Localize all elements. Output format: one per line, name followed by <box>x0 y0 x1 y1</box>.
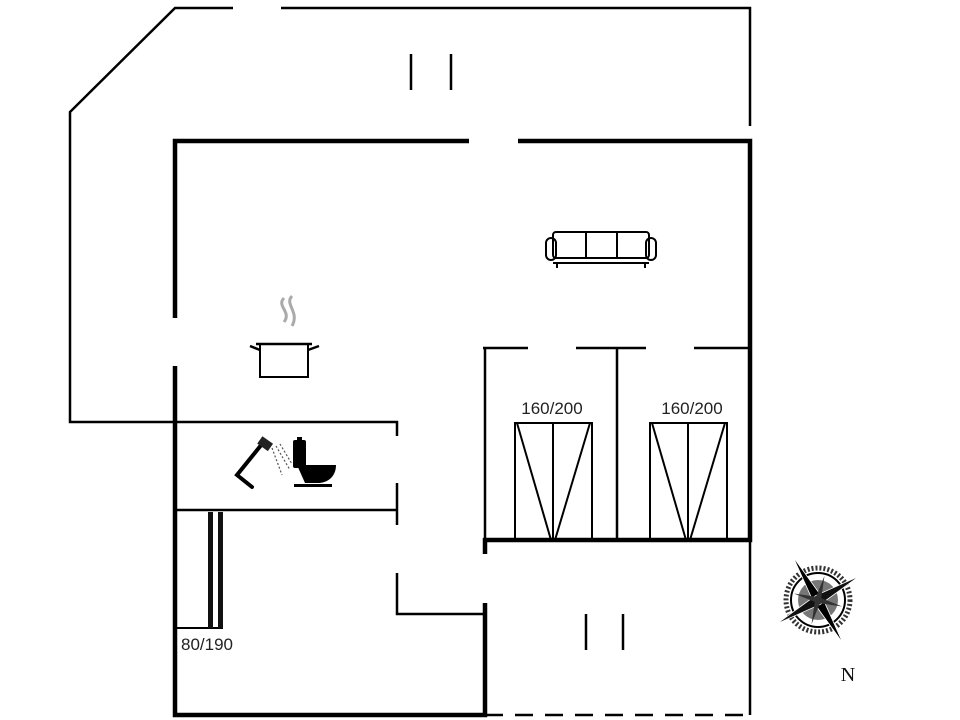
double-bed-2 <box>649 422 728 541</box>
terrace-outline <box>68 6 752 424</box>
bed-size-label-3: 80/190 <box>181 635 233 654</box>
bed-size-label-1: 160/200 <box>521 399 582 418</box>
interior-walls <box>175 346 752 717</box>
exterior-walls <box>172 138 753 718</box>
shower-icon <box>234 436 293 489</box>
toilet-icon <box>293 437 336 487</box>
double-bed-1 <box>514 422 593 541</box>
bed-size-label-2: 160/200 <box>661 399 722 418</box>
cooking-pot-icon <box>249 294 320 378</box>
single-bed <box>175 512 223 629</box>
sofa-icon <box>545 231 657 268</box>
north-label: N <box>841 664 855 686</box>
compass-rose-icon <box>776 556 860 644</box>
